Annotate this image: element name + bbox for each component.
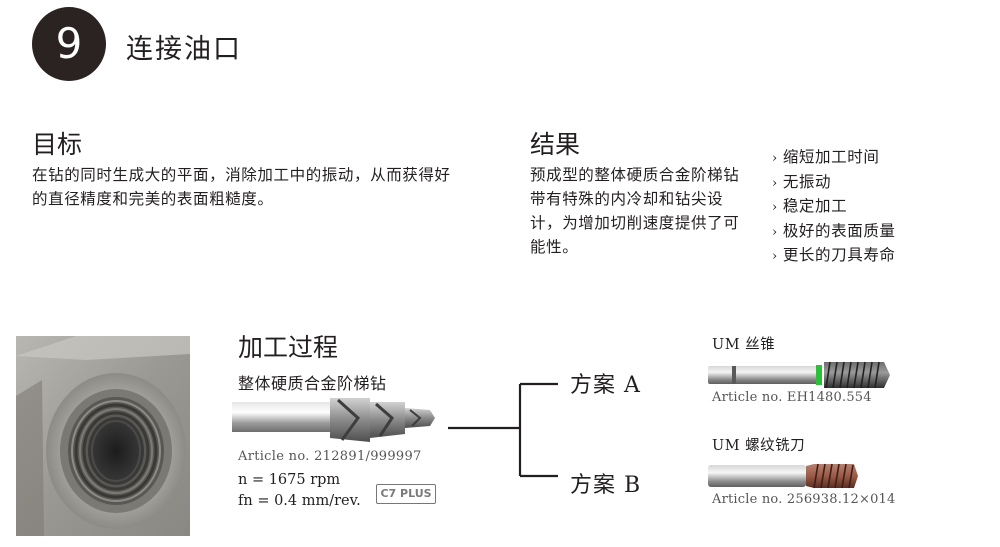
bullet-marker: › bbox=[772, 151, 778, 166]
thread-mill-article: Article no. 256938.12×014 bbox=[712, 492, 896, 507]
bullet-marker: › bbox=[772, 224, 778, 240]
feed-rate: fn = 0.4 mm/rev. bbox=[238, 493, 361, 509]
thread-mill-name: UM 螺纹铣刀 bbox=[712, 438, 806, 454]
thread-mill-image bbox=[708, 463, 858, 489]
benefit-item: › 更长的刀具寿命 bbox=[772, 244, 896, 269]
bullet-marker: › bbox=[772, 200, 778, 215]
step-drill-image bbox=[232, 398, 435, 442]
result-heading: 结果 bbox=[530, 130, 581, 159]
result-text-line: 预成型的整体硬质合金阶梯钻 bbox=[530, 166, 740, 184]
benefit-item: ›极好的表面质量 bbox=[772, 220, 896, 245]
spindle-speed: n = 1675 rpm bbox=[238, 472, 341, 488]
result-text-line: 能性。 bbox=[530, 238, 579, 256]
benefit-item: ›无振动 bbox=[772, 171, 896, 196]
step-number-badge: 9 bbox=[32, 7, 106, 81]
goal-heading: 目标 bbox=[32, 130, 83, 159]
benefit-label: 缩短加工时间 bbox=[782, 148, 880, 166]
option-a-label: 方案 A bbox=[570, 373, 641, 398]
bullet-marker: › bbox=[772, 175, 778, 191]
benefit-label: 极好的表面质量 bbox=[782, 221, 896, 240]
tap-name: UM 丝锥 bbox=[712, 337, 776, 353]
benefit-label: 稳定加工 bbox=[782, 197, 848, 215]
step-drill-name: 整体硬质合金阶梯钻 bbox=[238, 374, 387, 393]
bullet-marker: › bbox=[772, 249, 778, 264]
process-heading: 加工过程 bbox=[238, 333, 339, 362]
benefit-label: 无振动 bbox=[782, 172, 832, 191]
tap-article: Article no. EH1480.554 bbox=[712, 390, 872, 405]
goal-text-line: 的直径精度和完美的表面粗糙度。 bbox=[32, 190, 274, 208]
grade-badge: C7 PLUS bbox=[376, 484, 436, 504]
benefit-label: 更长的刀具寿命 bbox=[782, 246, 896, 264]
result-text-line: 计，为增加切削速度提供了可 bbox=[530, 214, 740, 232]
goal-text: 在钻的同时生成大的平面，消除加工中的振动，从而获得好 的直径精度和完美的表面粗糙… bbox=[32, 163, 502, 211]
tap-image bbox=[708, 361, 890, 389]
result-text: 预成型的整体硬质合金阶梯钻 带有特殊的内冷却和钻尖设 计，为增加切削速度提供了可… bbox=[530, 163, 762, 259]
step-drill-article: Article no. 212891/999997 bbox=[238, 449, 422, 464]
page-title: 连接油口 bbox=[126, 34, 242, 65]
option-b-label: 方案 B bbox=[570, 473, 642, 498]
result-text-line: 带有特殊的内冷却和钻尖设 bbox=[530, 190, 724, 208]
goal-text-line: 在钻的同时生成大的平面，消除加工中的振动，从而获得好 bbox=[32, 166, 451, 184]
port-photo bbox=[16, 336, 190, 536]
benefits-list: ›缩短加工时间 ›无振动 ›稳定加工 ›极好的表面质量 ›更长的刀具寿命 bbox=[772, 146, 896, 269]
benefit-item: › 缩短加工时间 bbox=[772, 146, 896, 171]
branch-bracket bbox=[448, 382, 558, 478]
benefit-item: › 稳定加工 bbox=[772, 195, 896, 220]
